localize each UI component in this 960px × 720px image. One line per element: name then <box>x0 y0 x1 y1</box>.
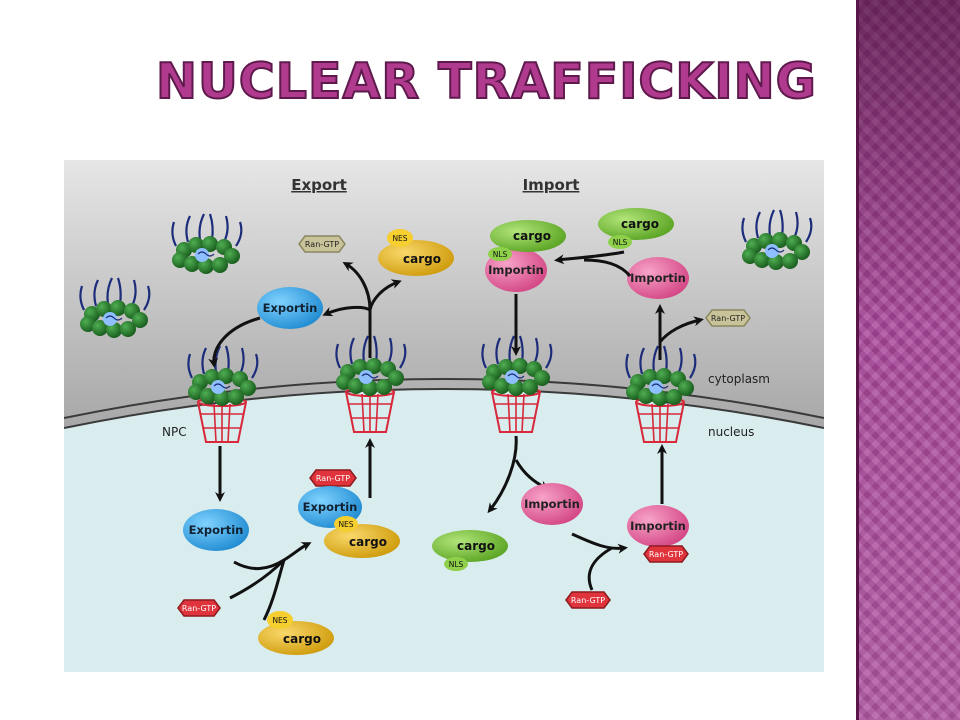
ran-gtp-nuc-import-2-label: Ran-GTP <box>649 550 683 559</box>
ran-gtp-cyto-export-label: Ran-GTP <box>305 240 339 249</box>
slide-title: NUCLEAR TRAFFICKING <box>155 52 817 111</box>
exportin-cytoplasm <box>257 287 323 329</box>
ran-gtp-nuc-import-1 <box>565 591 611 609</box>
arrow-ran-gtp-binds <box>587 546 613 591</box>
nes-tag-nucleus-label: NES <box>272 616 287 625</box>
nls-tag-cyto <box>608 235 632 249</box>
nes-tag-cytoplasm-label: NES <box>392 234 407 243</box>
ran-gtp-cyto-import-label: Ran-GTP <box>711 314 745 323</box>
cargo-import-nucleus <box>432 530 508 562</box>
arrow-cargo-binds-importin-1 <box>554 250 625 265</box>
arrow-to-export-complex <box>233 542 312 570</box>
cargo-export-cytoplasm <box>378 240 454 276</box>
nls-tag-cyto-complex <box>488 247 512 261</box>
nucleus-label: nucleus <box>708 425 754 439</box>
importin-nucleus-label: Importin <box>524 497 580 511</box>
ran-gtp-nuc-export-1 <box>177 599 221 617</box>
ran-gtp-nuc-import-1-label: Ran-GTP <box>571 596 605 605</box>
cargo-import-cyto-label: cargo <box>621 217 659 231</box>
exportin-nucleus-label: Exportin <box>189 523 244 537</box>
cargo-export-cytoplasm-label: cargo <box>403 252 441 266</box>
importin-complex-nucleus-label: Importin <box>630 519 686 533</box>
exportin-nucleus <box>183 509 249 551</box>
import-heading: Import <box>523 176 580 194</box>
exportin-cytoplasm-label: Exportin <box>263 301 318 315</box>
ran-gtp-nuc-import-2 <box>643 545 689 563</box>
npc-label: NPC <box>162 425 187 439</box>
nuclear-envelope-inner <box>64 388 824 429</box>
arrow-cargo-binds-importin-2 <box>583 258 632 278</box>
importin-cyto <box>627 257 689 299</box>
cargo-import-cyto-complex-label: cargo <box>513 229 551 243</box>
cargo-import-nucleus-label: cargo <box>457 539 495 553</box>
nuclear-trafficking-diagram: Export Import cytoplasm nucleus NPC Expo… <box>64 160 824 672</box>
nucleus-region <box>64 389 824 672</box>
decorative-side-band <box>856 0 960 720</box>
nls-tag-cyto-complex-label: NLS <box>493 250 508 259</box>
nuclear-envelope-outer <box>64 378 824 419</box>
cargo-export-nucleus <box>258 621 334 655</box>
arrow-importin-to-complex <box>571 532 628 554</box>
ran-gtp-nuc-export-2-label: Ran-GTP <box>316 474 350 483</box>
nes-tag-complex <box>334 516 358 532</box>
importin-cyto-complex-label: Importin <box>488 263 544 277</box>
ran-gtp-cyto-import <box>705 309 751 327</box>
importin-nucleus <box>521 483 583 525</box>
importin-complex-nucleus <box>627 505 689 547</box>
cargo-export-nucleus-label: cargo <box>283 632 321 646</box>
arrow-cargo-join <box>262 559 286 621</box>
arrow-npc-to-ran-gtp-import <box>658 316 704 343</box>
arrow-npc-to-cargo <box>368 279 402 311</box>
ran-gtp-nuc-export-2 <box>309 469 357 487</box>
arrow-npc-to-free-cargo <box>487 435 518 514</box>
nes-tag-cytoplasm <box>387 229 413 247</box>
ran-gtp-nuc-export-1-label: Ran-GTP <box>182 604 216 613</box>
importin-cyto-label: Importin <box>630 271 686 285</box>
cargo-export-complex <box>324 524 400 558</box>
cytoplasm-label: cytoplasm <box>708 372 770 386</box>
cargo-export-complex-label: cargo <box>349 535 387 549</box>
cargo-import-cyto <box>598 208 674 240</box>
nls-tag-cyto-label: NLS <box>613 238 628 247</box>
export-heading: Export <box>291 176 347 194</box>
arrow-exportin-to-npc <box>208 316 261 368</box>
nes-tag-nucleus <box>267 611 293 629</box>
nls-tag-nucleus <box>444 557 468 571</box>
exportin-complex-label: Exportin <box>303 500 358 514</box>
cargo-import-cyto-complex <box>490 220 566 252</box>
arrow-npc-to-exportin <box>322 305 371 317</box>
ran-gtp-cyto-export <box>298 235 346 253</box>
nes-tag-complex-label: NES <box>338 520 353 529</box>
nls-tag-nucleus-label: NLS <box>449 560 464 569</box>
